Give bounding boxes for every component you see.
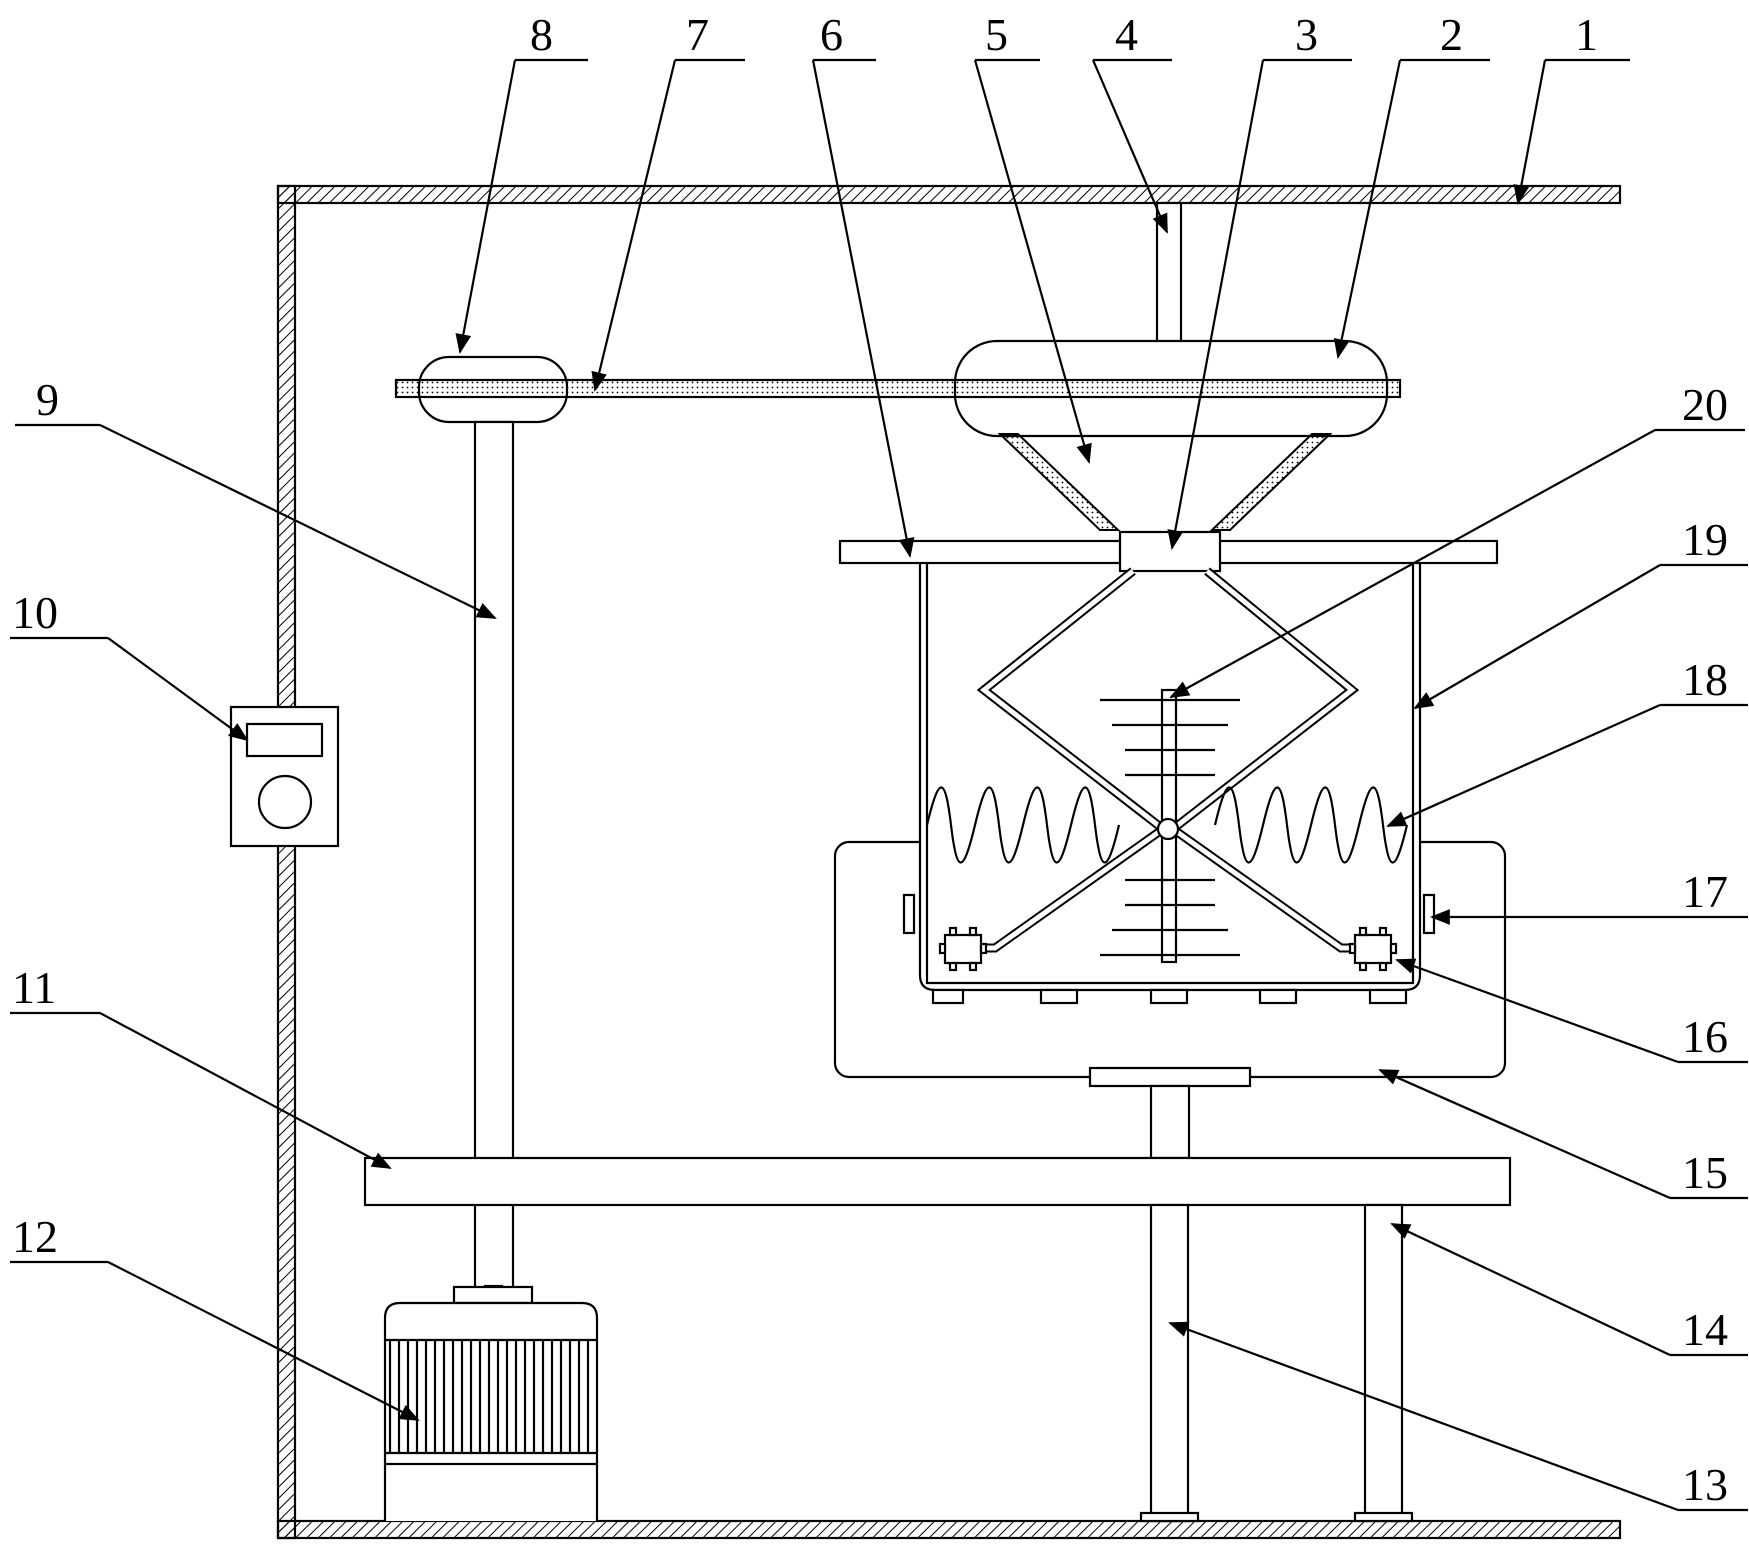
callout-8: 8 <box>530 9 553 60</box>
control-knob <box>257 774 313 830</box>
callout-15: 15 <box>1682 1147 1728 1198</box>
spring-left <box>925 786 1121 864</box>
callout-3: 3 <box>1295 9 1318 60</box>
control-display <box>245 722 324 758</box>
callout-labels: 1 2 3 4 5 6 7 8 9 10 11 12 13 14 15 16 1… <box>12 9 1728 1510</box>
motor-cooling-fins <box>388 1340 594 1453</box>
callout-19: 19 <box>1682 514 1728 565</box>
leader-lines <box>10 58 1748 1512</box>
motor-coupling <box>452 1285 534 1305</box>
upper-linkage <box>997 433 1333 531</box>
leg-foot-14 <box>1353 1511 1414 1523</box>
leg-foot-13 <box>1139 1511 1200 1523</box>
support-leg-14 <box>1363 1203 1404 1523</box>
drive-shaft <box>473 420 515 1304</box>
holder-clip-left <box>902 893 916 935</box>
pivot-block-right <box>1348 926 1398 972</box>
callout-14: 14 <box>1682 1304 1728 1355</box>
frame-bottom-wall <box>276 1519 1622 1540</box>
frame-left-wall <box>276 184 297 1540</box>
callout-11: 11 <box>12 962 56 1013</box>
callout-10: 10 <box>12 587 58 638</box>
callout-2: 2 <box>1440 9 1463 60</box>
callout-7: 7 <box>686 9 709 60</box>
hanger-rod <box>1155 201 1183 345</box>
pivot-block-left <box>938 926 988 972</box>
callout-20: 20 <box>1682 379 1728 430</box>
callout-1: 1 <box>1575 9 1598 60</box>
callout-16: 16 <box>1682 1011 1728 1062</box>
holder-stem <box>1149 1084 1191 1160</box>
callout-5: 5 <box>985 9 1008 60</box>
frame <box>276 184 1622 1540</box>
callout-17: 17 <box>1682 866 1728 917</box>
holder-clip-right <box>1422 893 1436 935</box>
callout-12: 12 <box>12 1211 58 1262</box>
holder-base-plate <box>1088 1066 1252 1088</box>
motor <box>383 1284 599 1521</box>
center-pivot <box>1156 817 1180 841</box>
callout-4: 4 <box>1115 9 1138 60</box>
callout-13: 13 <box>1682 1459 1728 1510</box>
support-plate <box>363 1156 1512 1207</box>
spring-right <box>1213 786 1409 864</box>
drive-belt <box>394 378 1402 399</box>
callout-18: 18 <box>1682 654 1728 705</box>
control-box <box>229 705 340 848</box>
frame-top-wall <box>276 184 1622 205</box>
callout-9: 9 <box>36 374 59 425</box>
slider-block <box>1118 530 1222 573</box>
callout-6: 6 <box>820 9 843 60</box>
support-leg-13 <box>1149 1203 1190 1523</box>
